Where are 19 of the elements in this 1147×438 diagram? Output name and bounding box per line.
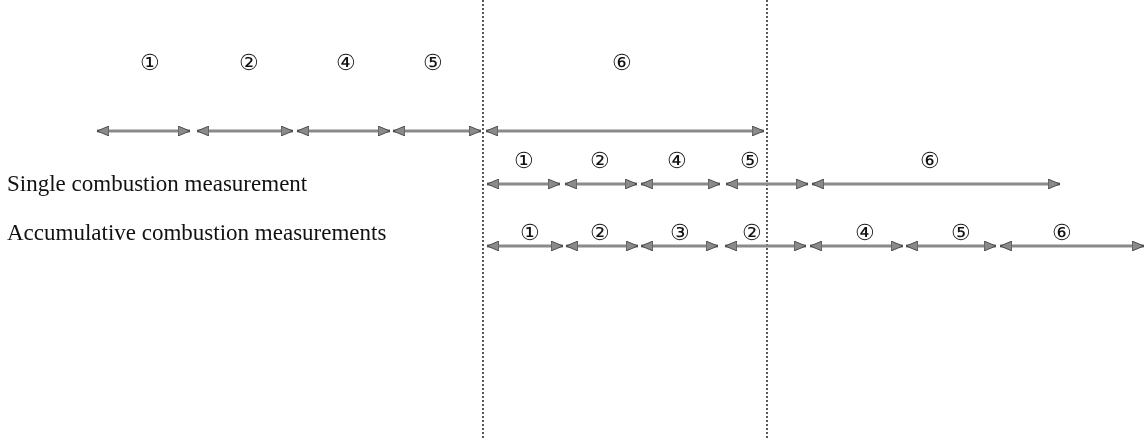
row-label: Accumulative combustion measurements — [7, 221, 387, 244]
step-number: ④ — [336, 52, 356, 74]
step-number: ⑤ — [951, 222, 971, 244]
step-number: ① — [140, 52, 160, 74]
step-number: ⑤ — [423, 52, 443, 74]
step-number: ⑥ — [612, 52, 632, 74]
step-number: ① — [514, 150, 534, 172]
step-number: ② — [590, 222, 610, 244]
step-number: ② — [239, 52, 259, 74]
step-number: ⑥ — [920, 150, 940, 172]
row-label: Single combustion measurement — [7, 172, 308, 195]
step-number: ① — [520, 222, 540, 244]
step-number: ⑥ — [1052, 222, 1072, 244]
step-number: ④ — [855, 222, 875, 244]
step-number: ③ — [670, 222, 690, 244]
step-number: ② — [590, 150, 610, 172]
step-number: ⑤ — [740, 150, 760, 172]
step-number: ④ — [667, 150, 687, 172]
step-number: ② — [742, 222, 762, 244]
